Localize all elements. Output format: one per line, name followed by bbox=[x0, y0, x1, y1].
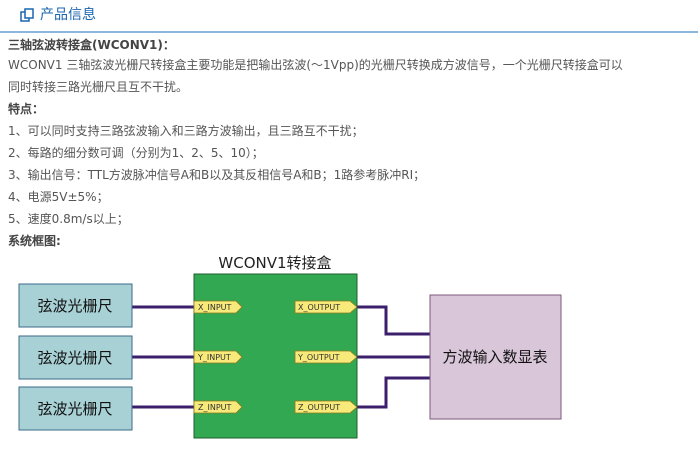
feature-item: 2、每路的细分数可调（分别为1、2、5、10）； bbox=[8, 146, 264, 160]
input-sensor-1: 弦波光栅尺 bbox=[18, 283, 133, 328]
block-diagram-svg: WCONV1转接盒 弦波光栅尺 弦波光栅尺 弦波光栅尺 X_IN bbox=[18, 254, 562, 439]
feature-item: 5、速度0.8m/s以上； bbox=[8, 212, 129, 226]
features-heading: 特点： bbox=[8, 102, 45, 116]
intro-line-2: 同时转接三路光栅尺且互不干扰。 bbox=[8, 80, 189, 94]
port-z-input: Z_INPUT bbox=[193, 400, 243, 414]
port-y-input: Y_INPUT bbox=[193, 350, 243, 364]
wire-z-out bbox=[356, 376, 430, 409]
section-title: 产品信息 bbox=[40, 7, 96, 23]
input-sensor-label: 弦波光栅尺 bbox=[37, 297, 112, 315]
port-label: Z_INPUT bbox=[198, 403, 232, 412]
port-label: X_INPUT bbox=[198, 303, 232, 312]
input-sensor-label: 弦波光栅尺 bbox=[37, 400, 112, 418]
port-label: Y_OUTPUT bbox=[297, 353, 340, 362]
feature-item: 1、可以同时支持三路弦波输入和三路方波输出，且三路互不干扰； bbox=[8, 124, 364, 138]
intro-line-1: WCONV1 三轴弦波光栅尺转接盒主要功能是把输出弦波(～1Vpp)的光栅尺转换… bbox=[8, 58, 623, 72]
port-x-output: X_OUTPUT bbox=[294, 300, 358, 314]
wire-x-out bbox=[356, 305, 430, 336]
port-label: X_OUTPUT bbox=[298, 303, 340, 312]
output-display-box: 方波输入数显表 bbox=[429, 294, 562, 420]
input-sensor-3: 弦波光栅尺 bbox=[18, 386, 133, 431]
feature-item: 3、输出信号：TTL方波脉冲信号A和B以及其反相信号A和B；1路参考脉冲RI； bbox=[8, 168, 426, 182]
port-label: Y_INPUT bbox=[197, 353, 231, 362]
converter-title: WCONV1转接盒 bbox=[218, 254, 331, 272]
port-label: Z_OUTPUT bbox=[298, 403, 340, 412]
port-x-input: X_INPUT bbox=[193, 300, 243, 314]
port-z-output: Z_OUTPUT bbox=[294, 400, 358, 414]
system-block-diagram: WCONV1转接盒 弦波光栅尺 弦波光栅尺 弦波光栅尺 X_IN bbox=[0, 250, 698, 449]
section-header: 产品信息 bbox=[0, 0, 698, 33]
feature-item: 4、电源5V±5%； bbox=[8, 190, 109, 204]
port-y-output: Y_OUTPUT bbox=[294, 350, 358, 364]
copy-icon bbox=[20, 8, 34, 22]
product-title: 三轴弦波转接盒(WCONV1)： bbox=[8, 38, 175, 52]
output-display-label: 方波输入数显表 bbox=[442, 348, 547, 366]
diagram-heading: 系统框图: bbox=[8, 234, 61, 248]
header-divider bbox=[0, 31, 698, 33]
connection-wires bbox=[132, 305, 430, 409]
input-sensor-2: 弦波光栅尺 bbox=[18, 335, 133, 380]
input-sensor-label: 弦波光栅尺 bbox=[37, 349, 112, 367]
